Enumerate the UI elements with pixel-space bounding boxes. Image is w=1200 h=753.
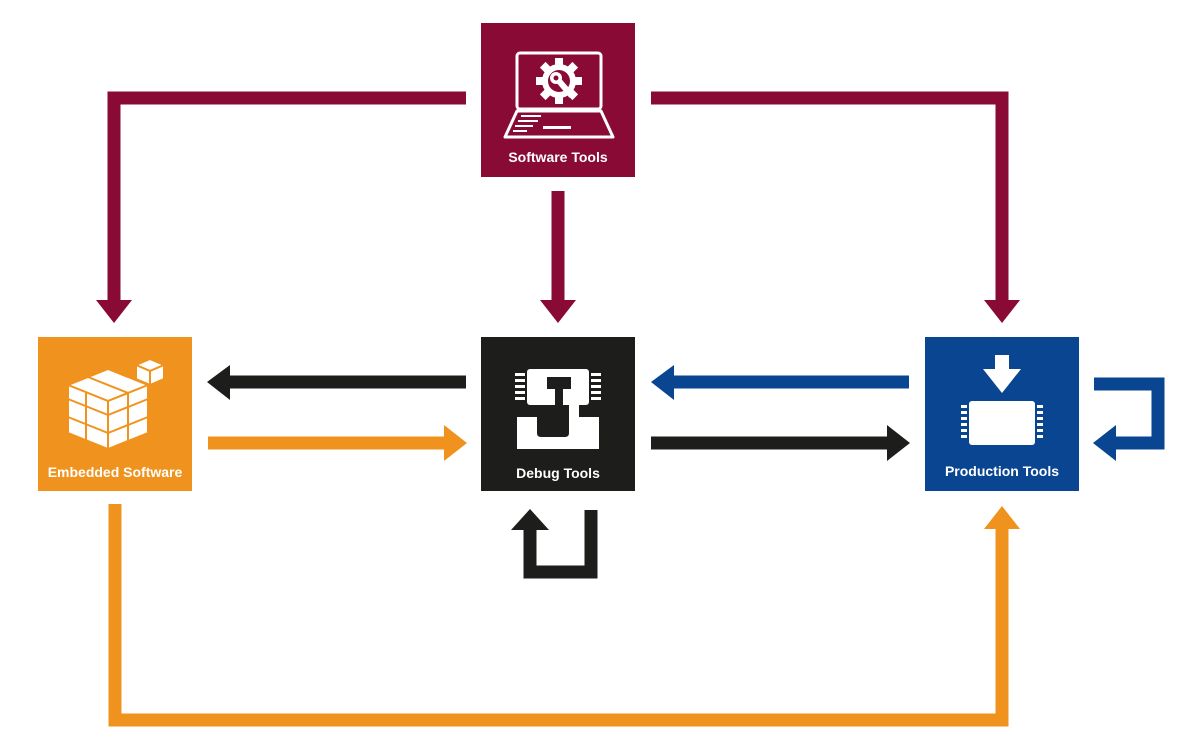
production-tools-node: Production Tools [925,337,1079,491]
j-link-chip-icon [515,369,601,449]
embedded-software-node: Embedded Software [38,337,192,491]
arrow-production-to-debug [651,365,909,400]
arrow-software-to-production [651,91,1020,323]
software-tools-node: Software Tools [481,23,635,177]
embedded-software-label: Embedded Software [47,464,183,480]
production-tools-label: Production Tools [944,463,1060,479]
arrow-debug-to-production [651,425,910,461]
arrow-debug-self-loop [511,509,598,579]
software-tools-label: Software Tools [508,149,608,165]
arrow-embedded-to-debug [208,425,467,461]
cube-blocks-icon [67,358,165,450]
chip-download-icon [961,355,1043,445]
debug-tools-node: Debug Tools [481,337,635,491]
debug-tools-label: Debug Tools [516,465,600,481]
arrow-software-to-embedded [96,91,466,323]
arrow-software-to-debug [540,191,576,323]
arrow-production-self-loop [1093,377,1165,461]
arrow-embedded-to-production [108,504,1020,727]
arrow-debug-to-embedded [207,365,466,400]
laptop-gear-icon [503,51,615,139]
